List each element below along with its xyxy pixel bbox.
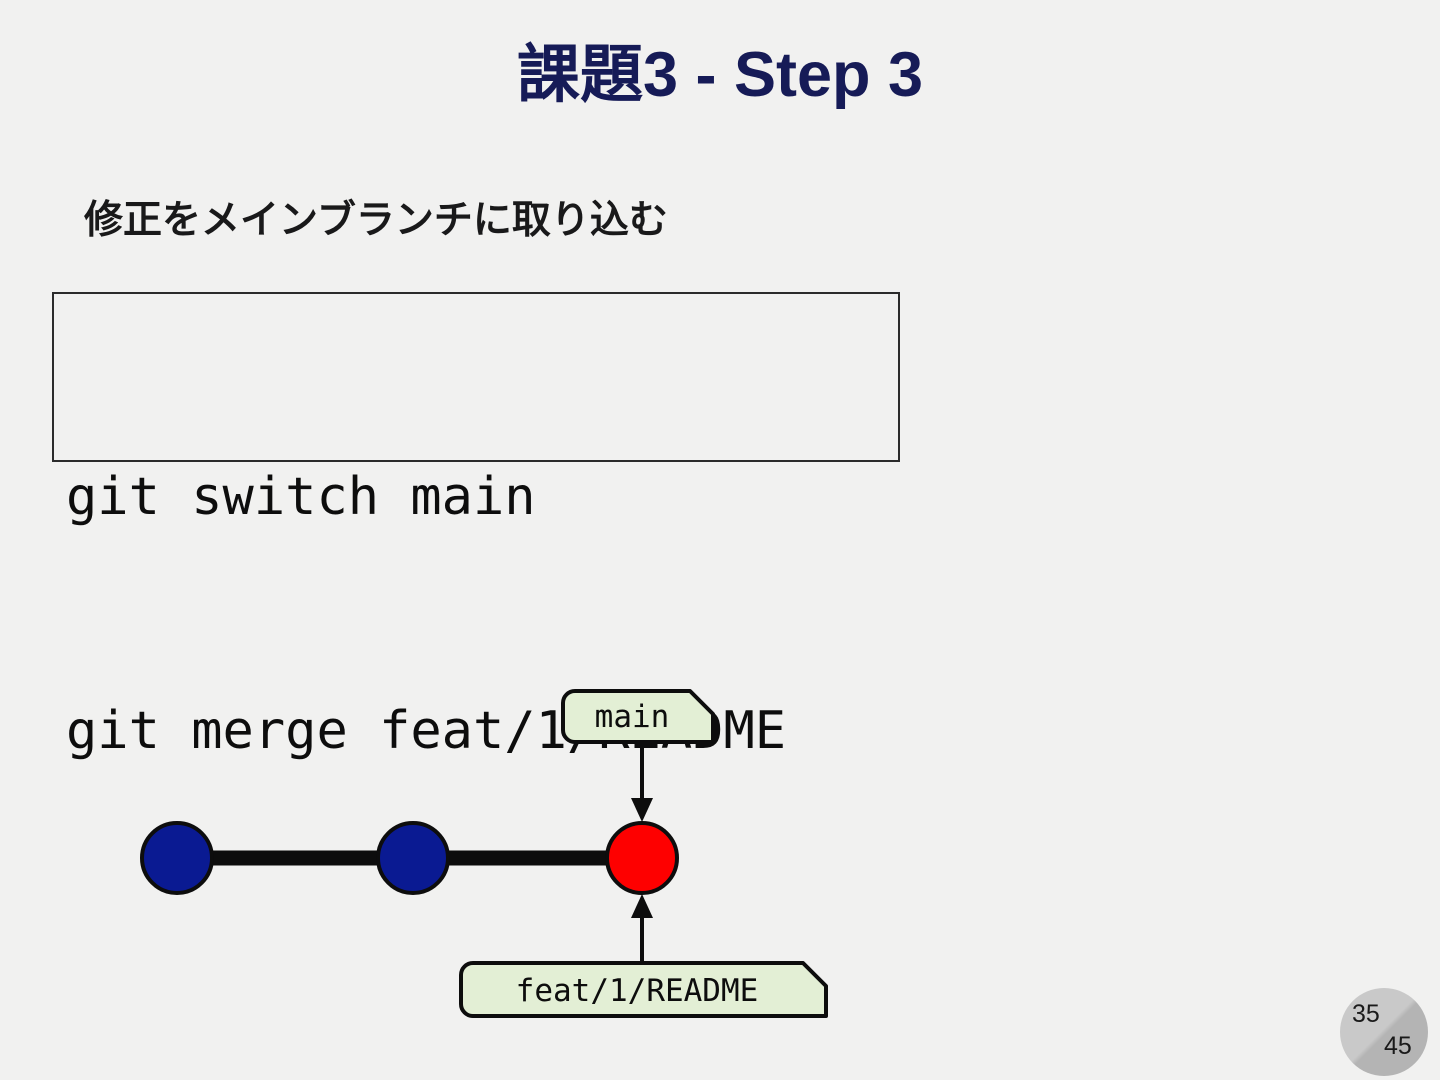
code-block: git switch main git merge feat/1/README — [52, 292, 900, 761]
page-number-total: 45 — [1384, 1032, 1412, 1060]
page-title: 課題3 - Step 3 — [516, 40, 924, 110]
branch-tag-main-label: main — [594, 699, 670, 735]
page-indicator: 35 45 — [1340, 988, 1428, 1076]
branch-tag-feat-label: feat/1/README — [515, 973, 759, 1009]
code-block-text: git switch main git merge feat/1/README — [66, 302, 786, 926]
page-number-current: 35 — [1352, 1000, 1380, 1028]
slide-subtitle: 修正をメインブランチに取り込む — [84, 199, 668, 242]
code-line-2: git merge feat/1/README — [66, 701, 787, 761]
code-line-1: git switch main — [66, 467, 536, 527]
page-indicator-disc — [1340, 988, 1428, 1076]
